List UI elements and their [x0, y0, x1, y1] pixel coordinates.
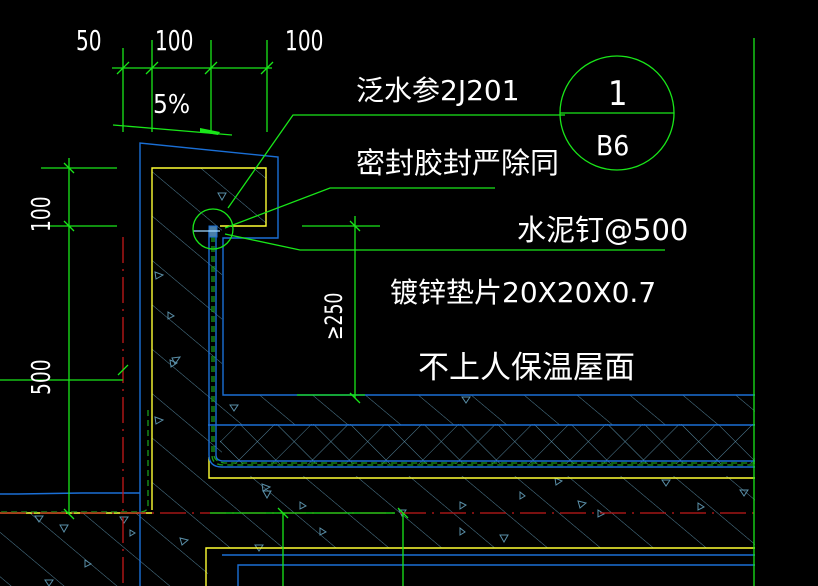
detail-sheet: B6 [596, 129, 629, 162]
dim-left-500: 500 [26, 359, 57, 395]
dim-left-100: 100 [26, 196, 57, 232]
sealant-note: 密封胶封严除同 [356, 146, 559, 180]
waterproof-membrane [0, 236, 755, 513]
detail-callout: 1 B6 [596, 74, 629, 162]
concrete-structure [0, 168, 755, 586]
slope-arrow-icon [200, 128, 220, 135]
dim-min-250: ≥250 [321, 293, 349, 340]
dimension-lines [0, 38, 755, 586]
dim-top-100-a: 100 [155, 23, 193, 56]
washer-note: 镀锌垫片20X20X0.7 [390, 276, 656, 309]
aggregate-marks [34, 192, 749, 586]
detail-number: 1 [608, 74, 627, 114]
dim-top-100-b: 100 [285, 23, 323, 56]
finish-outlines [0, 142, 755, 586]
insulation-layer [220, 424, 755, 464]
dim-top-50: 50 [76, 23, 102, 56]
roof-type-label: 不上人保温屋面 [418, 350, 635, 386]
dimension-text: 50 100 100 5% 100 500 ≥250 [26, 23, 349, 395]
slope-label: 5% [153, 90, 190, 120]
flashing-note: 泛水参2J201 [356, 74, 520, 107]
nail-note: 水泥钉@500 [517, 213, 688, 247]
annotation-text: 泛水参2J201 密封胶封严除同 水泥钉@500 镀锌垫片20X20X0.7 不… [356, 74, 688, 386]
